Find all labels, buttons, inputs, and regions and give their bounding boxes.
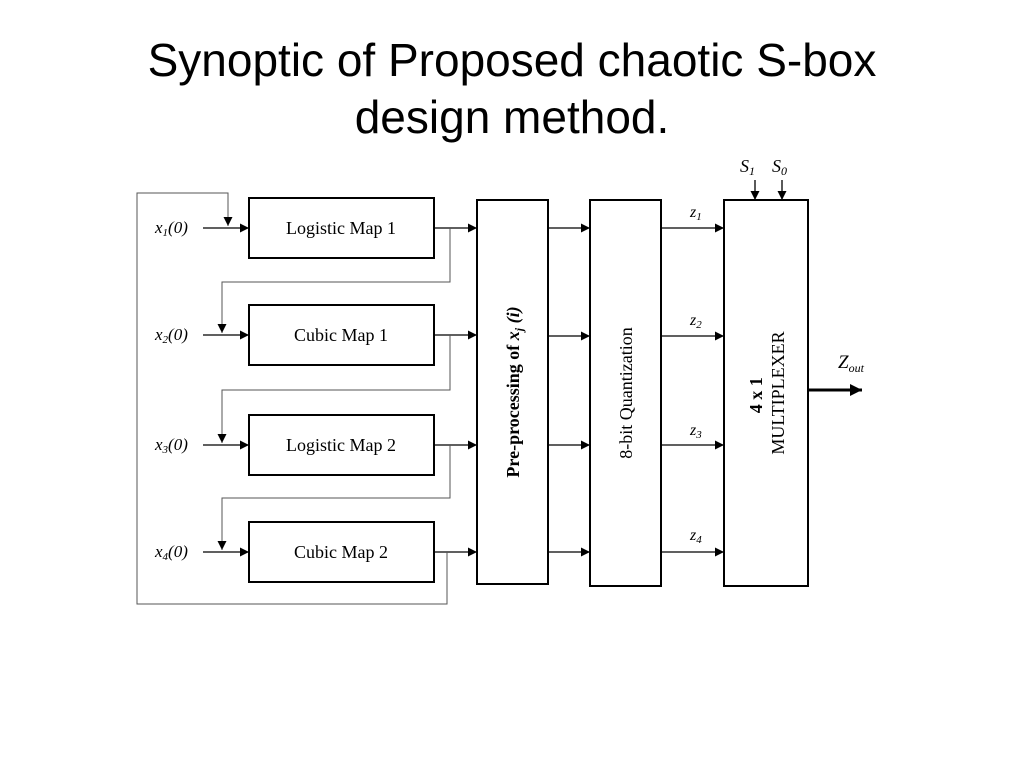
z3-label: z3 xyxy=(689,422,702,441)
cubic-map-2-block: Cubic Map 2 xyxy=(248,521,435,583)
slide-title: Synoptic of Proposed chaotic S-box desig… xyxy=(0,32,1024,146)
input-x4-label: x4(0) xyxy=(154,542,188,563)
input-x2-label: x2(0) xyxy=(154,325,188,346)
cascade-line-3-to-4 xyxy=(217,445,451,550)
slide-title-line-1: Synoptic of Proposed chaotic S-box xyxy=(147,34,877,86)
feedback-loop-4-to-1 xyxy=(136,192,448,605)
quantization-block: 8-bit Quantization xyxy=(589,199,662,587)
z2-label: z2 xyxy=(689,312,702,331)
cascade-line-2-to-3 xyxy=(217,335,451,443)
input-x1-label: x1(0) xyxy=(154,218,188,239)
svg-text:Pre-processing of xj (i): Pre-processing of xj (i) xyxy=(503,306,526,477)
cubic-map-1-block: Cubic Map 1 xyxy=(248,304,435,366)
z1-label: z1 xyxy=(689,204,702,223)
input-x3-label: x3(0) xyxy=(154,435,188,456)
preprocessing-block: Pre-processing of xj (i) xyxy=(476,199,549,585)
svg-text:4 x 1 MULTIPLEXER: 4 x 1 MULTIPLEXER xyxy=(746,331,788,454)
final-output-label: Zout xyxy=(838,352,865,375)
slide-title-line-2: design method. xyxy=(354,91,670,143)
svg-text:Cubic Map 2: Cubic Map 2 xyxy=(294,542,388,562)
svg-text:8-bit Quantization: 8-bit Quantization xyxy=(616,327,636,458)
select-s0-label: S0 xyxy=(772,156,787,178)
logistic-map-2-block: Logistic Map 2 xyxy=(248,414,435,476)
select-s1-label: S1 xyxy=(740,156,755,178)
cascade-line-1-to-2 xyxy=(217,228,451,333)
logistic-map-1-block: Logistic Map 1 xyxy=(248,197,435,259)
svg-text:Cubic Map 1: Cubic Map 1 xyxy=(294,325,388,345)
svg-text:Logistic Map 2: Logistic Map 2 xyxy=(286,435,396,455)
svg-text:Logistic Map 1: Logistic Map 1 xyxy=(286,218,396,238)
z4-label: z4 xyxy=(689,527,702,546)
multiplexer-block: 4 x 1 MULTIPLEXER xyxy=(723,199,809,587)
